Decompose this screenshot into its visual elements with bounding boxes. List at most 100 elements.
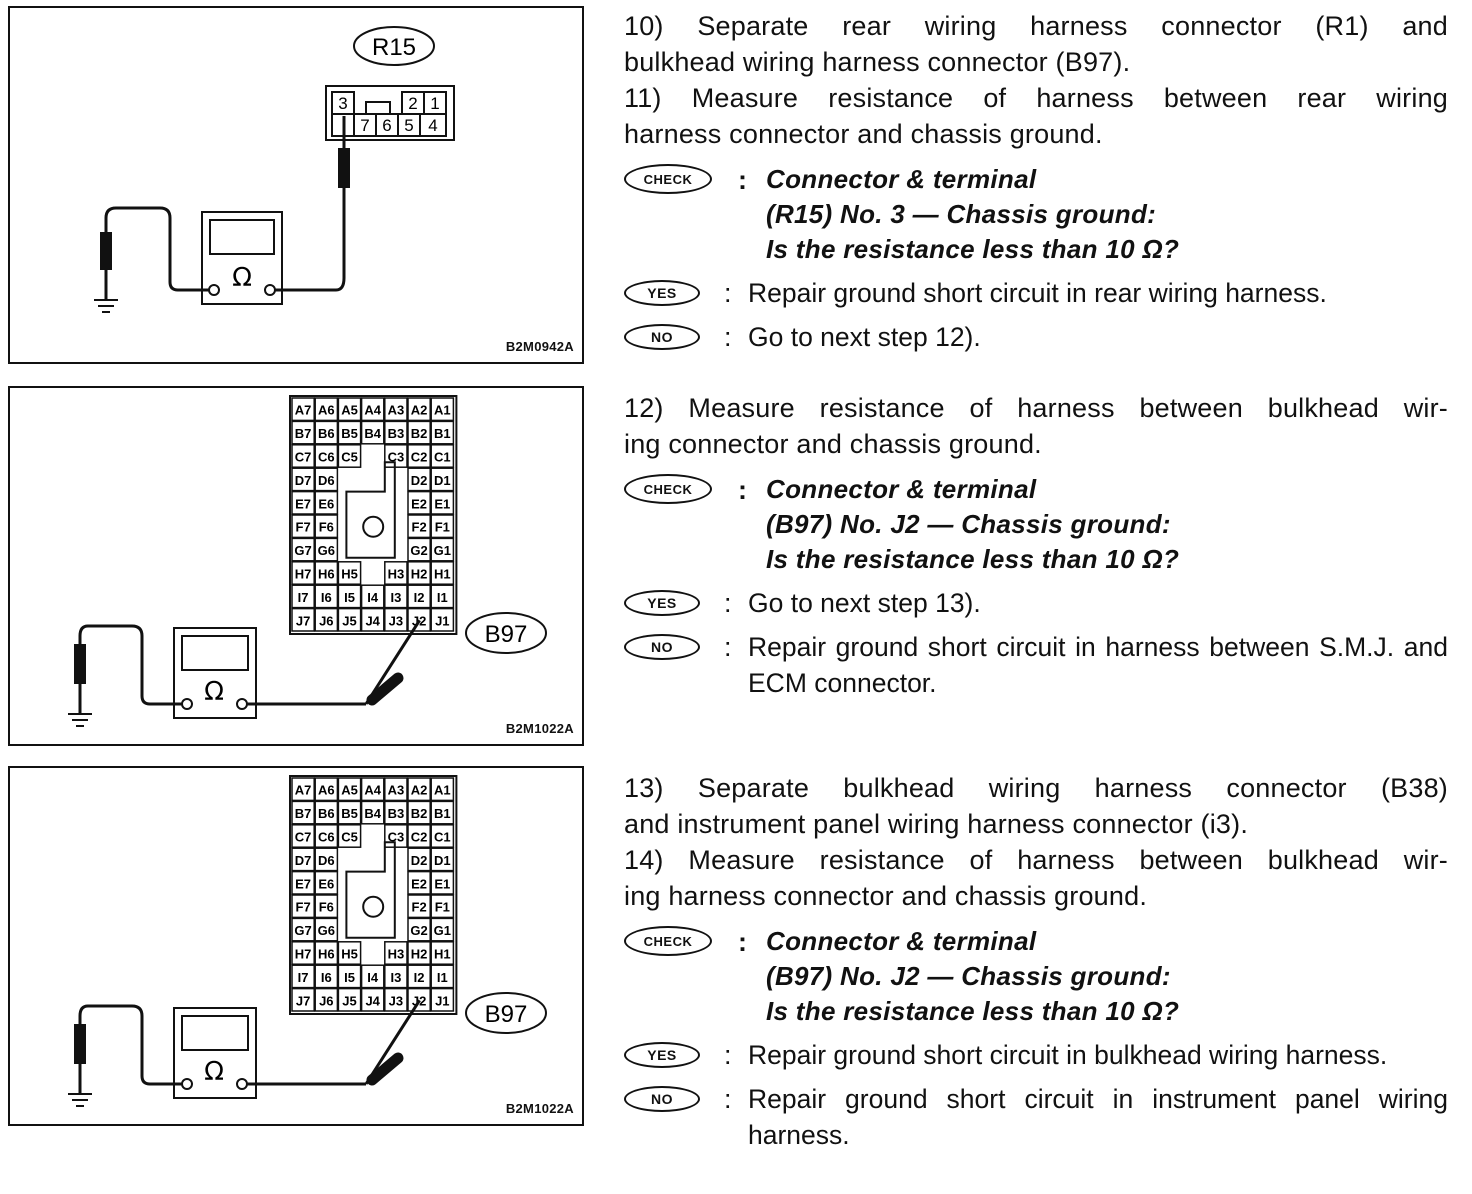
terminal-label: A6 [318, 783, 335, 798]
ground-symbol [68, 1093, 92, 1107]
terminal-cell [337, 777, 362, 802]
terminal-label: G6 [318, 923, 335, 938]
colon: : [724, 588, 732, 618]
terminal-cell [430, 987, 455, 1012]
connector-hole [362, 515, 385, 538]
figure-id: B2M1022A [505, 721, 574, 736]
connector-key [345, 841, 396, 939]
terminal-label: E7 [295, 876, 311, 891]
step-line: 10) Separate rear wiring harness connect… [624, 11, 1448, 41]
terminal-label: J5 [342, 613, 356, 628]
terminal-label: I6 [321, 590, 332, 605]
terminal-label: C7 [295, 830, 312, 845]
terminal-cell [314, 561, 339, 585]
terminal-cell [314, 777, 339, 802]
terminal-label: B6 [318, 426, 335, 441]
ground-symbol [68, 713, 92, 727]
check-line: Connector & terminal [766, 474, 1037, 504]
step-line: 13) Separate bulkhead wiring harness con… [624, 773, 1448, 803]
terminal-label: C5 [341, 830, 358, 845]
terminal-cell [314, 397, 339, 422]
terminal-label: H1 [434, 947, 451, 962]
terminal-label: F6 [319, 520, 334, 535]
terminal-cell [291, 607, 315, 632]
terminal-cell [407, 777, 431, 802]
colon: : [738, 475, 747, 505]
yes-text: Repair ground short circuit in bulkhead … [748, 1040, 1388, 1070]
terminal-label: H3 [388, 567, 405, 582]
check-row: CHECK : Connector & terminal (R15) No. 3… [624, 162, 1448, 267]
terminal-label: E7 [295, 496, 311, 511]
terminal-label: J7 [296, 993, 310, 1008]
connector-hole [362, 895, 385, 918]
pin-1: 1 [430, 94, 439, 113]
terminal-cell [430, 941, 455, 965]
pin-4: 4 [428, 116, 437, 135]
terminal-cell [430, 777, 455, 802]
terminal-cell [407, 444, 431, 468]
terminal-label: E1 [434, 496, 450, 511]
terminal-label: J4 [365, 613, 380, 628]
terminal-cell [384, 964, 408, 989]
terminal-cell [314, 824, 339, 848]
terminal-cell [407, 514, 431, 539]
terminal-label: B2 [411, 806, 428, 821]
terminal-label: B7 [295, 426, 312, 441]
terminal-cell [360, 964, 385, 989]
terminal-cell [430, 964, 455, 989]
terminal-cell [407, 584, 431, 609]
terminal-label: H6 [318, 567, 335, 582]
colon: : [724, 1040, 732, 1070]
terminal-label: A7 [295, 403, 312, 418]
step-line: harness connector and chassis ground. [624, 119, 1103, 149]
connector-label-oval [353, 26, 435, 66]
terminal-label: H7 [295, 947, 312, 962]
connector-label: B97 [485, 1001, 528, 1028]
terminal-label: D1 [434, 473, 451, 488]
terminal-label: E6 [318, 496, 334, 511]
check-line: (B97) No. J2 — Chassis ground: [766, 961, 1171, 991]
connector-key [345, 461, 396, 559]
terminal-label: J6 [319, 993, 333, 1008]
terminal-label: A4 [364, 403, 381, 418]
figure-r15-diagram: R15 3 2 1 7 6 5 4 Ω [8, 6, 584, 364]
check-line: Connector & terminal [766, 926, 1037, 956]
colon: : [724, 322, 732, 352]
terminal-cell [407, 397, 431, 422]
terminal-cell [314, 917, 339, 942]
terminal-label: B1 [434, 426, 451, 441]
terminal-cell [291, 397, 315, 422]
terminal-cell [407, 941, 431, 965]
yes-row: YES : Repair ground short circuit in bul… [624, 1037, 1448, 1073]
terminal-label: I2 [414, 970, 425, 985]
pin-7: 7 [360, 116, 369, 135]
terminal-cell [291, 420, 315, 445]
ohm-symbol: Ω [204, 1057, 224, 1087]
check-text: Connector & terminal (B97) No. J2 — Chas… [766, 472, 1448, 577]
terminal-cell [337, 964, 362, 989]
terminal-label: B4 [364, 426, 381, 441]
terminal-cell [360, 800, 385, 825]
terminal-label: G7 [294, 923, 311, 938]
terminal-label: A5 [341, 403, 358, 418]
terminal-label: F7 [296, 520, 311, 535]
terminal-label: E6 [318, 876, 334, 891]
terminal-label: F7 [296, 900, 311, 915]
terminal-cell [430, 397, 455, 422]
no-badge: NO [624, 324, 700, 350]
terminal-cell [430, 870, 455, 895]
terminal-label: D7 [295, 473, 312, 488]
terminal-label: I3 [390, 970, 401, 985]
terminal-cell [291, 870, 315, 895]
terminal-cell [384, 987, 408, 1012]
ohmmeter [201, 211, 283, 305]
terminal-label: F1 [435, 520, 450, 535]
terminal-label: G6 [318, 543, 335, 558]
check-badge: CHECK [624, 474, 712, 504]
no-text: Repair ground short circuit in instrumen… [748, 1084, 1448, 1150]
terminal-label: E1 [434, 876, 450, 891]
terminal-cell [407, 824, 431, 848]
terminal-cell [337, 420, 362, 445]
terminal-cell [314, 420, 339, 445]
